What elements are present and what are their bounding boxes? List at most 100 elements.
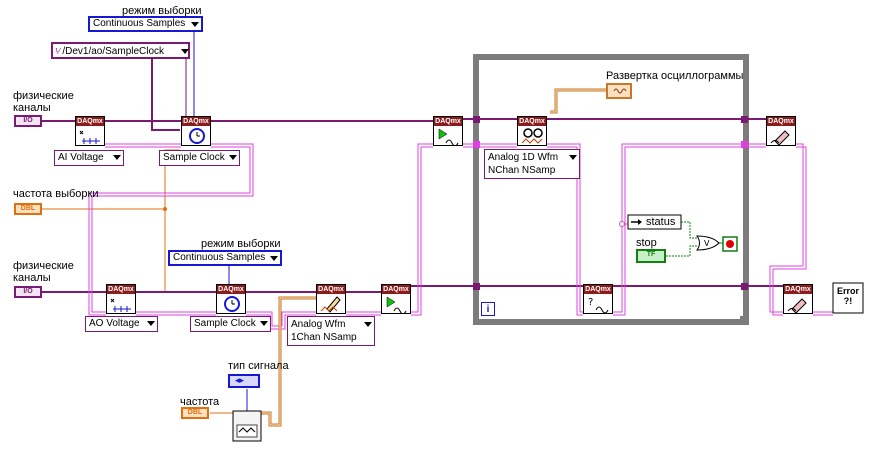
write-mode-selector[interactable]: Analog Wfm 1Chan NSamp — [287, 316, 375, 346]
dropdown-arrow-icon[interactable] — [191, 22, 199, 27]
daqmx-start-task[interactable]: DAQmx — [433, 116, 463, 147]
clock-source-icon: ⅟ — [55, 47, 60, 56]
physical-channels-label: каналы — [13, 102, 51, 114]
dropdown-arrow-icon[interactable] — [147, 321, 155, 326]
loop-tunnel — [741, 116, 748, 123]
daqmx-read[interactable]: DAQmx — [517, 116, 547, 146]
clock-icon — [184, 127, 208, 144]
eraser-icon — [769, 127, 793, 146]
read-glasses-icon — [520, 127, 544, 144]
svg-text:?: ? — [588, 297, 593, 308]
daqmx-header: DAQmx — [434, 117, 462, 126]
daqmx-header: DAQmx — [382, 285, 410, 294]
sample-mode-constant[interactable]: Continuous Samples — [88, 16, 203, 32]
error-handler-text: Error ?! — [833, 286, 863, 306]
loop-tunnel — [741, 141, 748, 148]
clock-source-value: /Dev1/ao/SampleClock — [62, 46, 165, 57]
physical-channels-terminal[interactable]: I/O — [14, 286, 42, 298]
daqmx-header: DAQmx — [767, 117, 795, 126]
dropdown-arrow-icon[interactable] — [364, 322, 372, 327]
daqmx-header: DAQmx — [76, 117, 104, 126]
write-pencil-icon — [319, 295, 343, 313]
clock-source-constant[interactable]: ⅟ /Dev1/ao/SampleClock — [51, 42, 190, 59]
daqmx-create-channel-ao[interactable]: DAQmx — [106, 284, 136, 314]
read-mode-line-2: NChan NSamp — [488, 165, 556, 176]
enum-arrows-icon: ◂▸ — [235, 375, 245, 385]
sample-rate-terminal[interactable]: DBL — [14, 203, 42, 215]
sample-clock-selector[interactable]: Sample Clock — [159, 150, 240, 166]
clock-icon — [219, 295, 243, 312]
signal-type-label: тип сигнала — [228, 360, 289, 372]
start-icon — [436, 127, 460, 147]
daqmx-timing[interactable]: DAQmx — [216, 284, 246, 314]
waveform-graph-label: Развертка осциллограммы — [606, 70, 744, 82]
ai-voltage-selector[interactable]: AI Voltage — [54, 150, 124, 166]
create-channel-icon — [78, 127, 102, 144]
ao-voltage-selector[interactable]: AO Voltage — [85, 316, 158, 332]
write-mode-line-1: Analog Wfm — [291, 319, 346, 330]
physical-channels-terminal[interactable]: I/O — [14, 115, 42, 127]
unbundle-status — [627, 214, 682, 230]
simple-error-handler[interactable] — [832, 282, 864, 314]
daqmx-header: DAQmx — [784, 285, 812, 294]
signal-type-terminal[interactable]: ◂▸ — [228, 374, 260, 388]
write-mode-line-2: 1Chan NSamp — [291, 332, 357, 343]
daqmx-write[interactable]: DAQmx — [316, 284, 346, 314]
svg-text:V: V — [704, 239, 710, 248]
daqmx-is-task-done[interactable]: DAQmx ? — [583, 284, 613, 314]
daqmx-header: DAQmx — [518, 117, 546, 126]
daqmx-header: DAQmx — [107, 285, 135, 294]
task-done-icon: ? — [586, 295, 610, 314]
daqmx-clear-task-ao[interactable]: DAQmx — [783, 284, 813, 314]
loop-tunnel — [473, 283, 480, 290]
start-icon — [384, 295, 408, 315]
read-mode-line-1: Analog 1D Wfm — [488, 152, 559, 163]
dropdown-arrow-icon[interactable] — [270, 256, 278, 261]
dropdown-arrow-icon[interactable] — [569, 155, 577, 160]
frequency-label: частота — [180, 396, 220, 408]
physical-channels-label: каналы — [13, 272, 51, 284]
error-handler-line-2: ?! — [843, 296, 853, 306]
sample-rate-label: частота выборки — [13, 188, 99, 200]
sample-mode-value: Continuous Samples — [173, 252, 266, 263]
sample-clock-selector[interactable]: Sample Clock — [190, 316, 271, 332]
physical-channels-label: физические — [13, 90, 74, 102]
sample-clock-value: Sample Clock — [163, 152, 225, 163]
ai-voltage-value: AI Voltage — [58, 152, 104, 163]
stop-label: stop — [636, 237, 657, 249]
dropdown-arrow-icon[interactable] — [260, 321, 268, 326]
loop-tunnel — [741, 283, 748, 290]
daqmx-header: DAQmx — [584, 285, 612, 294]
error-handler-line-1: Error — [836, 286, 859, 296]
sample-mode-label: режим выборки — [201, 238, 281, 250]
loop-tunnel — [473, 116, 480, 123]
eraser-icon — [786, 295, 810, 314]
daqmx-start-task[interactable]: DAQmx — [381, 284, 411, 315]
sample-mode-value: Continuous Samples — [93, 18, 186, 29]
physical-channels-label: физические — [13, 260, 74, 272]
waveform-graph-terminal — [606, 83, 632, 99]
ao-voltage-value: AO Voltage — [89, 318, 140, 329]
clock-source-wire — [151, 58, 180, 131]
while-loop-frame[interactable] — [473, 54, 749, 325]
status-label: status — [646, 216, 676, 228]
or-gate-icon — [696, 235, 720, 251]
sample-clock-value: Sample Clock — [194, 318, 256, 329]
loop-iteration-terminal: i — [481, 302, 495, 316]
read-mode-selector[interactable]: Analog 1D Wfm NChan NSamp — [484, 149, 580, 179]
daqmx-header: DAQmx — [317, 285, 345, 294]
daqmx-clear-task-ai[interactable]: DAQmx — [766, 116, 796, 146]
sample-mode-label: режим выборки — [122, 5, 202, 17]
daqmx-timing[interactable]: DAQmx — [181, 116, 211, 146]
create-channel-icon — [109, 295, 133, 312]
stop-button-terminal[interactable]: TF — [636, 249, 666, 263]
dropdown-arrow-icon[interactable] — [181, 49, 189, 54]
dropdown-arrow-icon[interactable] — [113, 155, 121, 160]
daqmx-create-channel-ai[interactable]: DAQmx — [75, 116, 105, 146]
dropdown-arrow-icon[interactable] — [229, 155, 237, 160]
sample-mode-constant[interactable]: Continuous Samples — [168, 250, 282, 266]
frequency-terminal[interactable]: DBL — [181, 407, 209, 419]
daqmx-header: DAQmx — [217, 285, 245, 294]
daqmx-header: DAQmx — [182, 117, 210, 126]
